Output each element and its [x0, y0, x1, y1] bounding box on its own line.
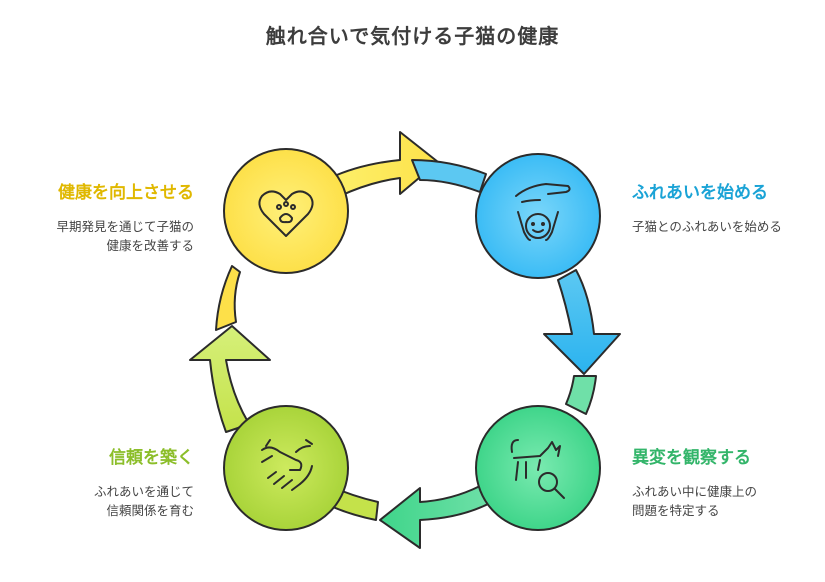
label-start-desc-1: 子猫とのふれあいを始める [632, 219, 782, 234]
hand-and-happy-child-icon [515, 183, 571, 241]
arrow-left-upper [215, 265, 241, 331]
arrow-right [543, 269, 621, 375]
label-health-heading: 健康を向上させる [58, 183, 194, 203]
label-trust-desc-2: 信頼関係を育む [106, 503, 194, 518]
arrow-bottom [379, 485, 493, 549]
arrow-top-right [411, 159, 487, 193]
label-observe-desc-2: 問題を特定する [632, 503, 720, 518]
node-health [223, 148, 349, 274]
label-health: 健康を向上させる 早期発見を通じて子猫の 健康を改善する [0, 178, 194, 255]
handshake-icon [261, 439, 313, 491]
label-observe-heading: 異変を観察する [632, 448, 751, 468]
node-start [475, 153, 601, 279]
arrow-left [189, 325, 271, 433]
label-observe-desc-1: ふれあい中に健康上の [632, 484, 758, 499]
label-trust-desc-1: ふれあいを通じて [93, 484, 194, 499]
node-trust [223, 405, 349, 531]
label-trust-heading: 信頼を築く [109, 448, 194, 468]
label-trust: 信頼を築く ふれあいを通じて 信頼関係を育む [0, 443, 194, 520]
label-start: ふれあいを始める 子猫とのふれあいを始める [632, 178, 825, 236]
label-start-heading: ふれあいを始める [632, 183, 768, 203]
heart-paw-icon [258, 190, 314, 237]
label-health-desc-1: 早期発見を通じて子猫の [56, 219, 194, 234]
cat-magnifier-icon [510, 439, 565, 499]
label-health-desc-2: 健康を改善する [106, 238, 194, 253]
label-observe: 異変を観察する ふれあい中に健康上の 問題を特定する [632, 443, 825, 520]
arrow-right-lower [565, 375, 597, 415]
page-title: 触れ合いで気付ける子猫の健康 [265, 24, 560, 48]
